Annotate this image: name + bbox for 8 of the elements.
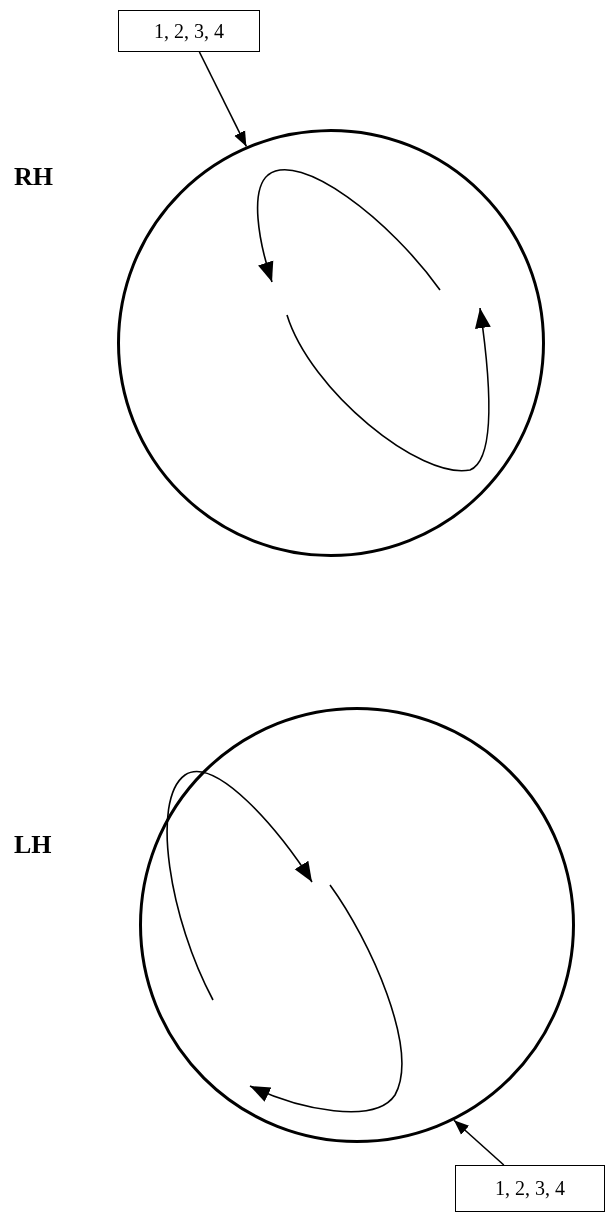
hand-label: LH bbox=[14, 830, 52, 860]
arrow bbox=[453, 1119, 505, 1166]
label-box: 1, 2, 3, 4 bbox=[118, 10, 260, 52]
circle-outline bbox=[139, 707, 575, 1143]
arrow bbox=[198, 51, 248, 148]
label-box: 1, 2, 3, 4 bbox=[455, 1165, 605, 1212]
hand-label: RH bbox=[14, 162, 53, 192]
circle-outline bbox=[117, 129, 545, 557]
